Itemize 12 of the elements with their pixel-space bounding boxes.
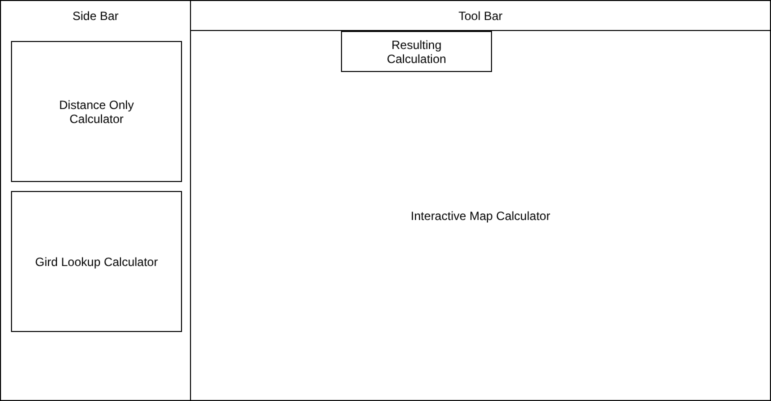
map-panel (190, 30, 771, 401)
toolbar-label: Tool Bar (457, 9, 504, 23)
calculator-panel (11, 191, 182, 332)
sidebar-title: Side Bar (71, 9, 120, 23)
panel-label: Resulting Calculation (386, 38, 448, 66)
panel-label: Distance Only Calculator (58, 98, 135, 126)
panel-label: Interactive Map Calculator (410, 208, 552, 222)
calculator-panel (11, 41, 182, 182)
sidebar-panel (0, 0, 191, 401)
panel-label: Gird Lookup Calculator (34, 254, 159, 268)
result-panel (341, 31, 492, 72)
toolbar-panel (190, 0, 771, 31)
